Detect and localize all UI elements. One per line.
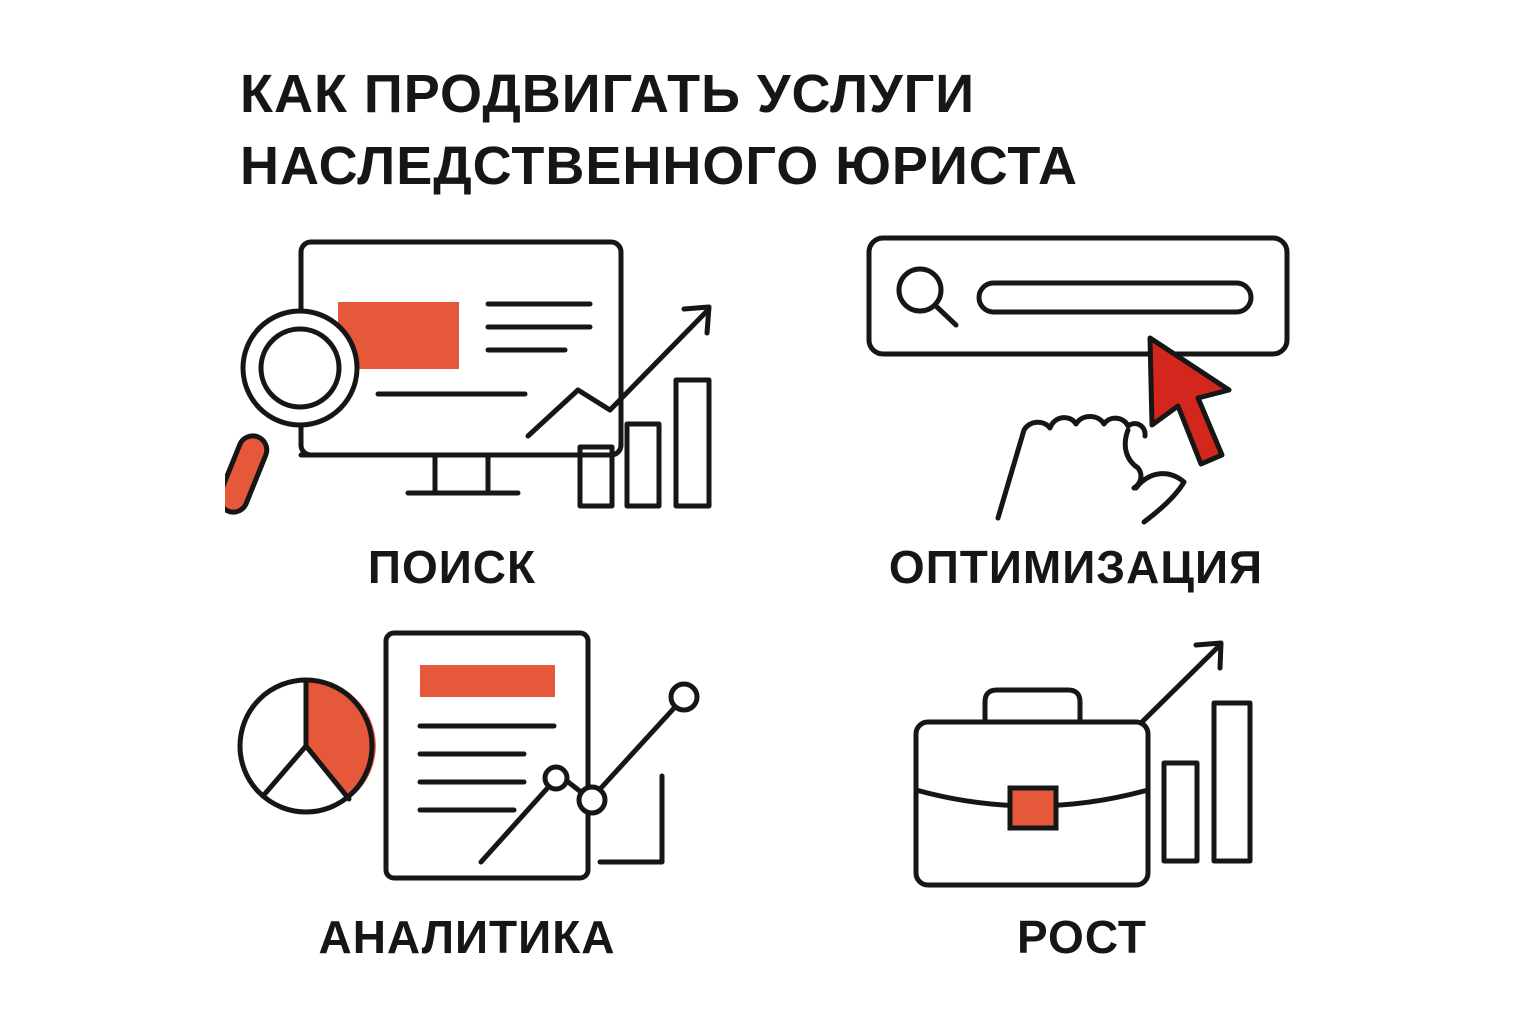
title-line-1: КАК ПРОДВИГАТЬ УСЛУГИ [240,64,976,124]
briefcase-icon [913,687,1151,888]
page-title: КАК ПРОДВИГАТЬ УСЛУГИ НАСЛЕДСТВЕННОГО ЮР… [240,58,1078,202]
document-header-block [420,665,555,697]
cursor-icon [1147,335,1232,467]
briefcase-clasp [1007,785,1059,831]
line-chart-icon [478,681,700,865]
document-icon [383,630,591,881]
pie-chart-icon [237,677,376,815]
search-icon [896,266,959,328]
label-optimization: ОПТИМИЗАЦИЯ [888,541,1264,593]
search-bar [866,235,1290,357]
title-line-2: НАСЛЕДСТВЕННОГО ЮРИСТА [240,136,1078,196]
hand-icon [995,414,1187,525]
growth-bars-icon [1138,640,1253,864]
monitor-search-growth-icon [225,239,712,515]
label-search: ПОИСК [367,541,537,593]
growth-chart-icon [525,304,712,509]
label-analytics: АНАЛИТИКА [318,911,616,963]
label-growth: РОСТ [1016,911,1148,963]
report-pie-chart-icon [237,630,700,881]
briefcase-growth-icon [913,640,1253,888]
search-bar-cursor-icon [866,235,1290,525]
magnifier-icon [225,308,360,515]
